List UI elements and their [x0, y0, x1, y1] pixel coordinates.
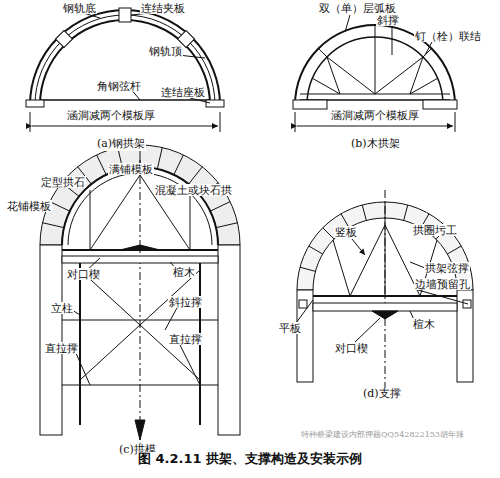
steel-arch [26, 8, 224, 132]
figure-caption: 图 4.2.11 拱架、支撑构造及安装示例 [137, 452, 363, 467]
part-label: 边墙预留孔 [414, 278, 471, 290]
part-label: 满铺模板 [108, 163, 154, 175]
part-label: 混凝土或块石拱 [154, 184, 233, 196]
stone-joint [157, 148, 162, 169]
part-label: 连结夹板 [140, 2, 186, 14]
stone-joint [404, 205, 408, 220]
part-label: 斜拉撑 [168, 296, 203, 308]
part-label: 花铺模板 [6, 200, 52, 212]
stone-joint [323, 228, 334, 239]
watermark: 特种桥梁建设内部押题QQ542822153胡年辣 [300, 430, 465, 439]
part-label: 连结座板 [160, 86, 206, 98]
subfigure-title: (b)木拱架 [350, 138, 401, 151]
part-label: 斜撑 [376, 14, 400, 26]
part-label: 直拉撑 [44, 342, 79, 354]
part-label: 双（单）层弧板 [318, 2, 397, 14]
part-label: 立柱 [50, 302, 74, 314]
subfigure-title: (a)钢拱架 [96, 138, 146, 151]
part-label: 对口楔 [334, 342, 369, 354]
dimension-label: 涵洞减两个模板厚 [66, 109, 156, 121]
dimension-label: 涵洞减两个模板厚 [330, 109, 420, 121]
part-label: 钉（栓）联结 [414, 30, 482, 42]
stone-joint [43, 223, 64, 228]
arch-support [296, 190, 473, 395]
part-label: 楦木 [412, 318, 436, 330]
stone-joint [50, 202, 70, 212]
part-label: 楦木 [172, 266, 196, 278]
stone-joint [210, 202, 230, 212]
part-label: 竖板 [334, 226, 358, 238]
stone-joint [189, 167, 203, 184]
stone-joint [300, 267, 315, 271]
part-label: 定型拱石 [40, 176, 86, 188]
stone-joint [362, 205, 366, 220]
part-label: 对口楔 [66, 268, 101, 280]
part-label: 角钢弦杆 [96, 80, 142, 92]
part-label: 拱圈圬工 [412, 224, 458, 236]
part-label: 拱架弦撑 [424, 262, 470, 274]
stone-joint [216, 223, 237, 228]
stone-joint [97, 155, 107, 175]
part-label: 直拉撑 [168, 333, 203, 345]
stone-joint [309, 246, 323, 254]
part-label: 平板 [278, 322, 302, 334]
part-label: 钢轨底 [62, 2, 97, 14]
arch-mold [40, 145, 240, 450]
stone-joint [174, 155, 184, 175]
subfigure-title: (d)支撑 [362, 388, 402, 401]
part-label: 钢轨顶 [148, 45, 183, 57]
stone-joint [447, 246, 461, 254]
